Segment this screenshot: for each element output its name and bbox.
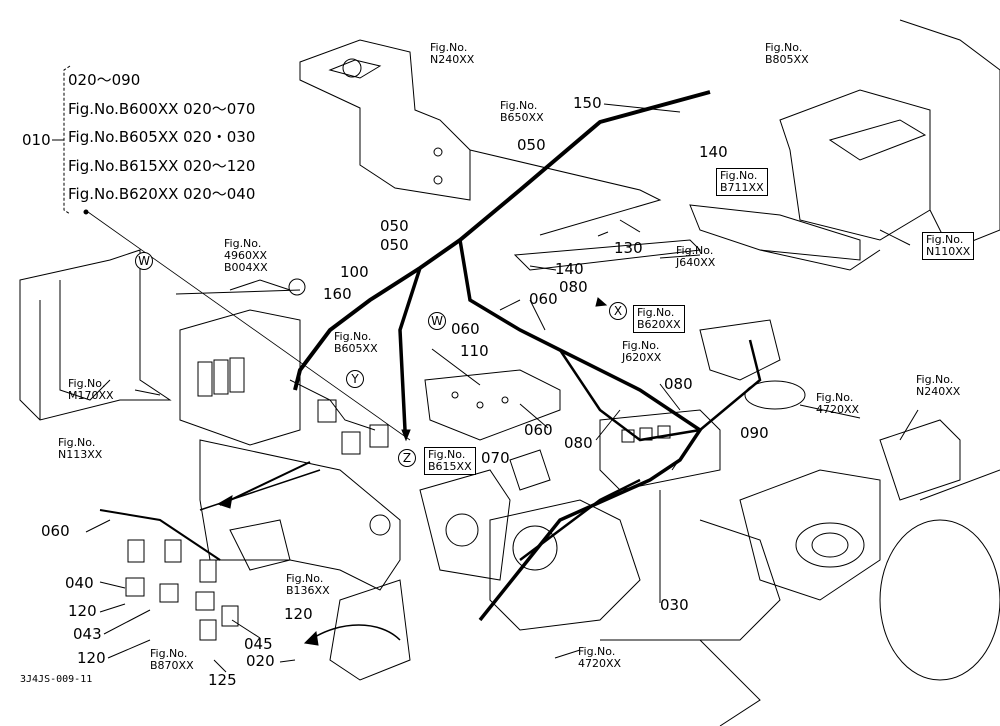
legend: 020～090 Fig.No.B600XX 020～070 Fig.No.B60…	[68, 66, 255, 209]
marker-y: Y	[346, 370, 364, 388]
fig-callout-boxed: Fig.No.B615XX	[424, 447, 476, 475]
legend-line: Fig.No.B600XX 020～070	[68, 99, 256, 118]
fig-callout: Fig.No.4720XX	[578, 645, 622, 670]
fig-callout: Fig.No.B650XX	[500, 99, 544, 124]
part-label: 030	[660, 596, 689, 614]
part-label: 060	[529, 290, 558, 308]
fig-callout: Fig.No.M170XX	[68, 377, 114, 402]
part-label: 140	[555, 260, 584, 278]
part-label: 110	[460, 342, 489, 360]
part-label: 150	[573, 94, 602, 112]
marker-z: Z	[398, 449, 416, 467]
legend-line: Fig.No.B620XX 020～040	[68, 185, 256, 203]
fig-callout: Fig.No.J640XX	[676, 244, 716, 269]
marker-x: X	[609, 302, 627, 320]
legend-line: Fig.No.B605XX 020・030	[68, 128, 256, 146]
part-label: 160	[323, 285, 352, 303]
part-label: 050	[517, 136, 546, 154]
fig-callout: Fig.No.J620XX	[622, 339, 662, 364]
part-label: 100	[340, 263, 369, 281]
legend-line: Fig.No.B615XX 020～120	[68, 156, 256, 175]
part-label: 090	[740, 424, 769, 442]
fig-callout: Fig.No.N240XX	[430, 41, 475, 66]
part-label: 020	[246, 652, 275, 670]
fig-callout-boxed: Fig.No.B620XX	[633, 305, 685, 333]
part-label: 120	[284, 605, 313, 623]
fig-callout: Fig.No.N240XX	[916, 373, 961, 398]
fig-callout: Fig.No.B136XX	[286, 572, 330, 597]
marker-w: W	[135, 252, 153, 270]
part-label: 050	[380, 217, 409, 235]
diagram-code: 3J4JS-009-11	[20, 674, 93, 685]
fig-callout: Fig.No.B870XX	[150, 647, 194, 672]
fig-callout: Fig.No.4720XX	[816, 391, 860, 416]
marker-w: W	[428, 312, 446, 330]
part-label: 080	[559, 278, 588, 296]
part-label: 040	[65, 574, 94, 592]
part-label: 050	[380, 236, 409, 254]
part-label: 080	[664, 375, 693, 393]
fig-callout: Fig.No.N113XX	[58, 436, 103, 461]
legend-line: 020～090	[68, 71, 141, 89]
part-label: 125	[208, 671, 237, 689]
part-label: 070	[481, 449, 510, 467]
part-label: 045	[244, 635, 273, 653]
fig-callout-boxed: Fig.No.B711XX	[716, 168, 768, 196]
fig-callout: Fig.No.B605XX	[334, 330, 378, 355]
part-label: 060	[524, 421, 553, 439]
part-label: 043	[73, 625, 102, 643]
part-label: 130	[614, 239, 643, 257]
part-label: 060	[41, 522, 70, 540]
fig-callout: Fig.No.B805XX	[765, 41, 809, 66]
part-label: 080	[564, 434, 593, 452]
legend-ref-label: 010	[22, 131, 51, 149]
part-label: 120	[77, 649, 106, 667]
fig-callout-boxed: Fig.No.N110XX	[922, 232, 975, 260]
part-label: 140	[699, 143, 728, 161]
part-label: 060	[451, 320, 480, 338]
part-label: 120	[68, 602, 97, 620]
